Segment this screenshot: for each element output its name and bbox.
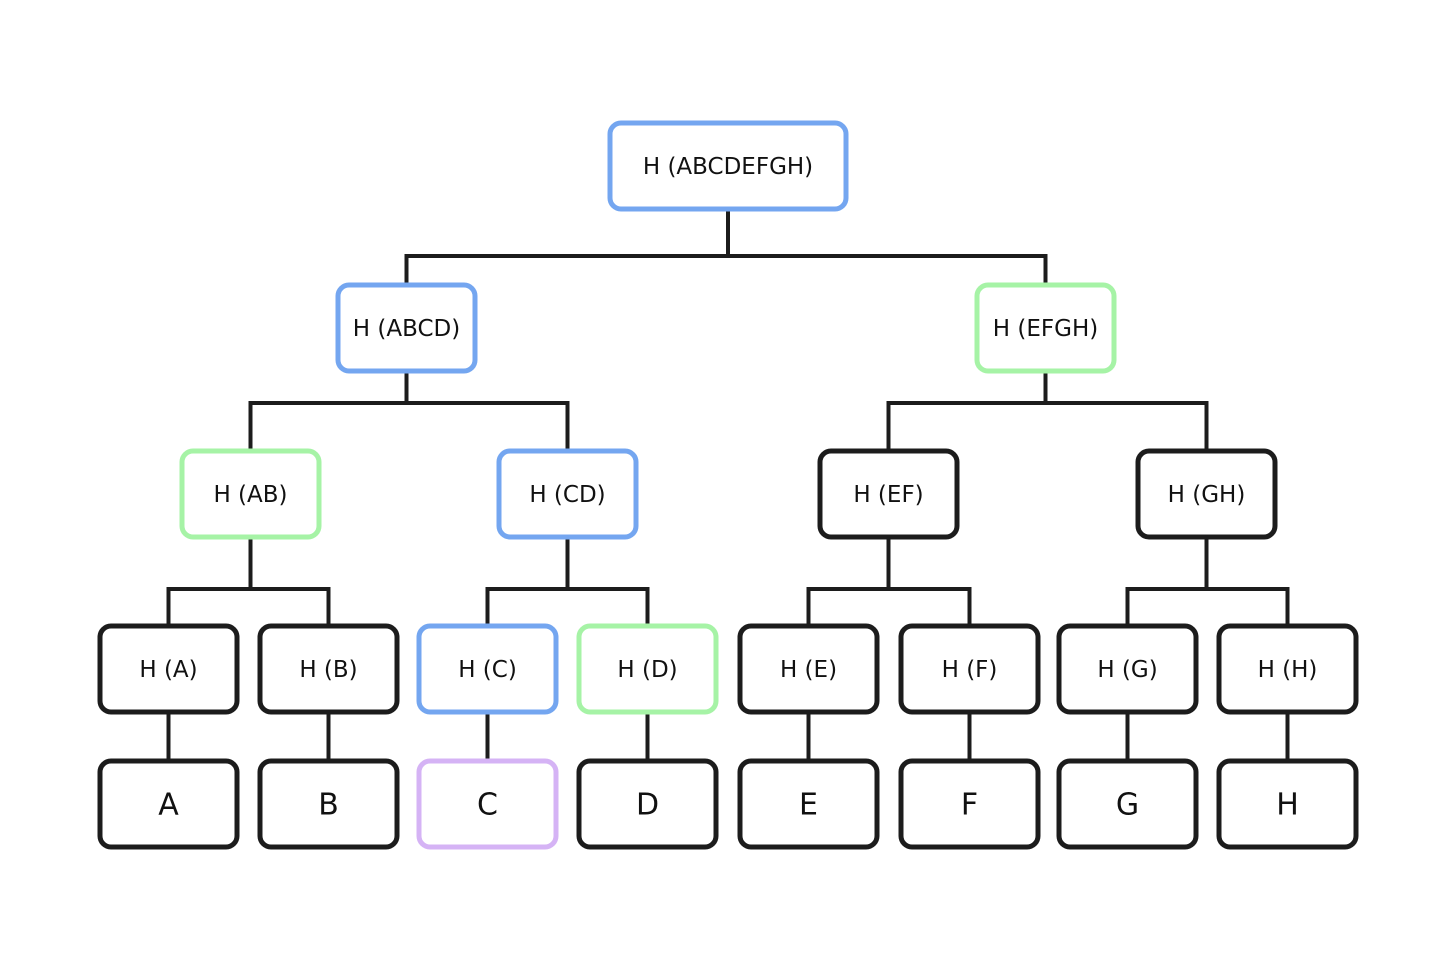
node-label: H (B) bbox=[299, 657, 357, 683]
hash-node-h-ef: H (EF) bbox=[817, 448, 960, 540]
node-box bbox=[97, 758, 240, 850]
hash-node-h-gh: H (GH) bbox=[1135, 448, 1278, 540]
node-label: H (H) bbox=[1258, 657, 1318, 683]
node-box bbox=[416, 623, 559, 715]
hash-node-h-a: H (A) bbox=[97, 623, 240, 715]
data-block-leaf-g: G bbox=[1056, 758, 1199, 850]
node-box bbox=[496, 448, 639, 540]
hash-node-h-cd: H (CD) bbox=[496, 448, 639, 540]
node-box bbox=[898, 758, 1041, 850]
hash-node-h-efgh: H (EFGH) bbox=[974, 282, 1117, 374]
node-box bbox=[607, 120, 849, 212]
node-box bbox=[1135, 448, 1278, 540]
node-label: B bbox=[318, 788, 339, 823]
node-box bbox=[737, 623, 880, 715]
node-label: H (ABCD) bbox=[353, 316, 460, 342]
node-label: H (D) bbox=[617, 657, 677, 683]
node-label: H (C) bbox=[458, 657, 517, 683]
node-box bbox=[576, 758, 719, 850]
hash-node-h-abcdefgh: H (ABCDEFGH) bbox=[607, 120, 849, 212]
data-block-leaf-d: D bbox=[576, 758, 719, 850]
node-box bbox=[416, 758, 559, 850]
node-label: H (G) bbox=[1097, 657, 1157, 683]
node-label: H (CD) bbox=[529, 482, 605, 508]
node-label: H (EF) bbox=[853, 482, 923, 508]
node-label: D bbox=[636, 788, 659, 823]
node-box bbox=[335, 282, 478, 374]
node-box bbox=[1056, 758, 1199, 850]
node-label: H (E) bbox=[780, 657, 837, 683]
node-label: H (A) bbox=[139, 657, 197, 683]
node-box bbox=[576, 623, 719, 715]
node-box bbox=[974, 282, 1117, 374]
data-block-leaf-h: H bbox=[1216, 758, 1359, 850]
data-block-leaf-c: C bbox=[416, 758, 559, 850]
data-block-leaf-b: B bbox=[257, 758, 400, 850]
hash-node-h-d: H (D) bbox=[576, 623, 719, 715]
node-box bbox=[737, 758, 880, 850]
hash-node-h-c: H (C) bbox=[416, 623, 559, 715]
node-label: H (AB) bbox=[213, 482, 287, 508]
node-box bbox=[1216, 758, 1359, 850]
node-label: A bbox=[158, 788, 179, 823]
node-box bbox=[179, 448, 322, 540]
node-box bbox=[898, 623, 1041, 715]
connectors bbox=[166, 207, 1290, 763]
node-box bbox=[817, 448, 960, 540]
node-label: H (ABCDEFGH) bbox=[643, 154, 813, 180]
node-box bbox=[1056, 623, 1199, 715]
hash-node-h-b: H (B) bbox=[257, 623, 400, 715]
hash-node-h-h: H (H) bbox=[1216, 623, 1359, 715]
node-label: H (EFGH) bbox=[993, 316, 1098, 342]
node-label: H bbox=[1276, 788, 1299, 823]
node-box bbox=[1216, 623, 1359, 715]
node-box bbox=[257, 623, 400, 715]
node-label: G bbox=[1116, 788, 1139, 823]
nodes: H (ABCDEFGH) H (ABCD) H (EFGH) H (AB) H (CD)… bbox=[97, 120, 1359, 850]
hash-node-h-g: H (G) bbox=[1056, 623, 1199, 715]
data-block-leaf-a: A bbox=[97, 758, 240, 850]
hash-node-h-f: H (F) bbox=[898, 623, 1041, 715]
hash-node-h-ab: H (AB) bbox=[179, 448, 322, 540]
hash-node-h-e: H (E) bbox=[737, 623, 880, 715]
node-label: C bbox=[477, 788, 498, 823]
data-block-leaf-f: F bbox=[898, 758, 1041, 850]
node-label: H (F) bbox=[942, 657, 998, 683]
node-label: E bbox=[799, 788, 818, 823]
data-block-leaf-e: E bbox=[737, 758, 880, 850]
node-label: H (GH) bbox=[1168, 482, 1246, 508]
node-box bbox=[257, 758, 400, 850]
node-label: F bbox=[961, 788, 978, 823]
hash-node-h-abcd: H (ABCD) bbox=[335, 282, 478, 374]
node-box bbox=[97, 623, 240, 715]
